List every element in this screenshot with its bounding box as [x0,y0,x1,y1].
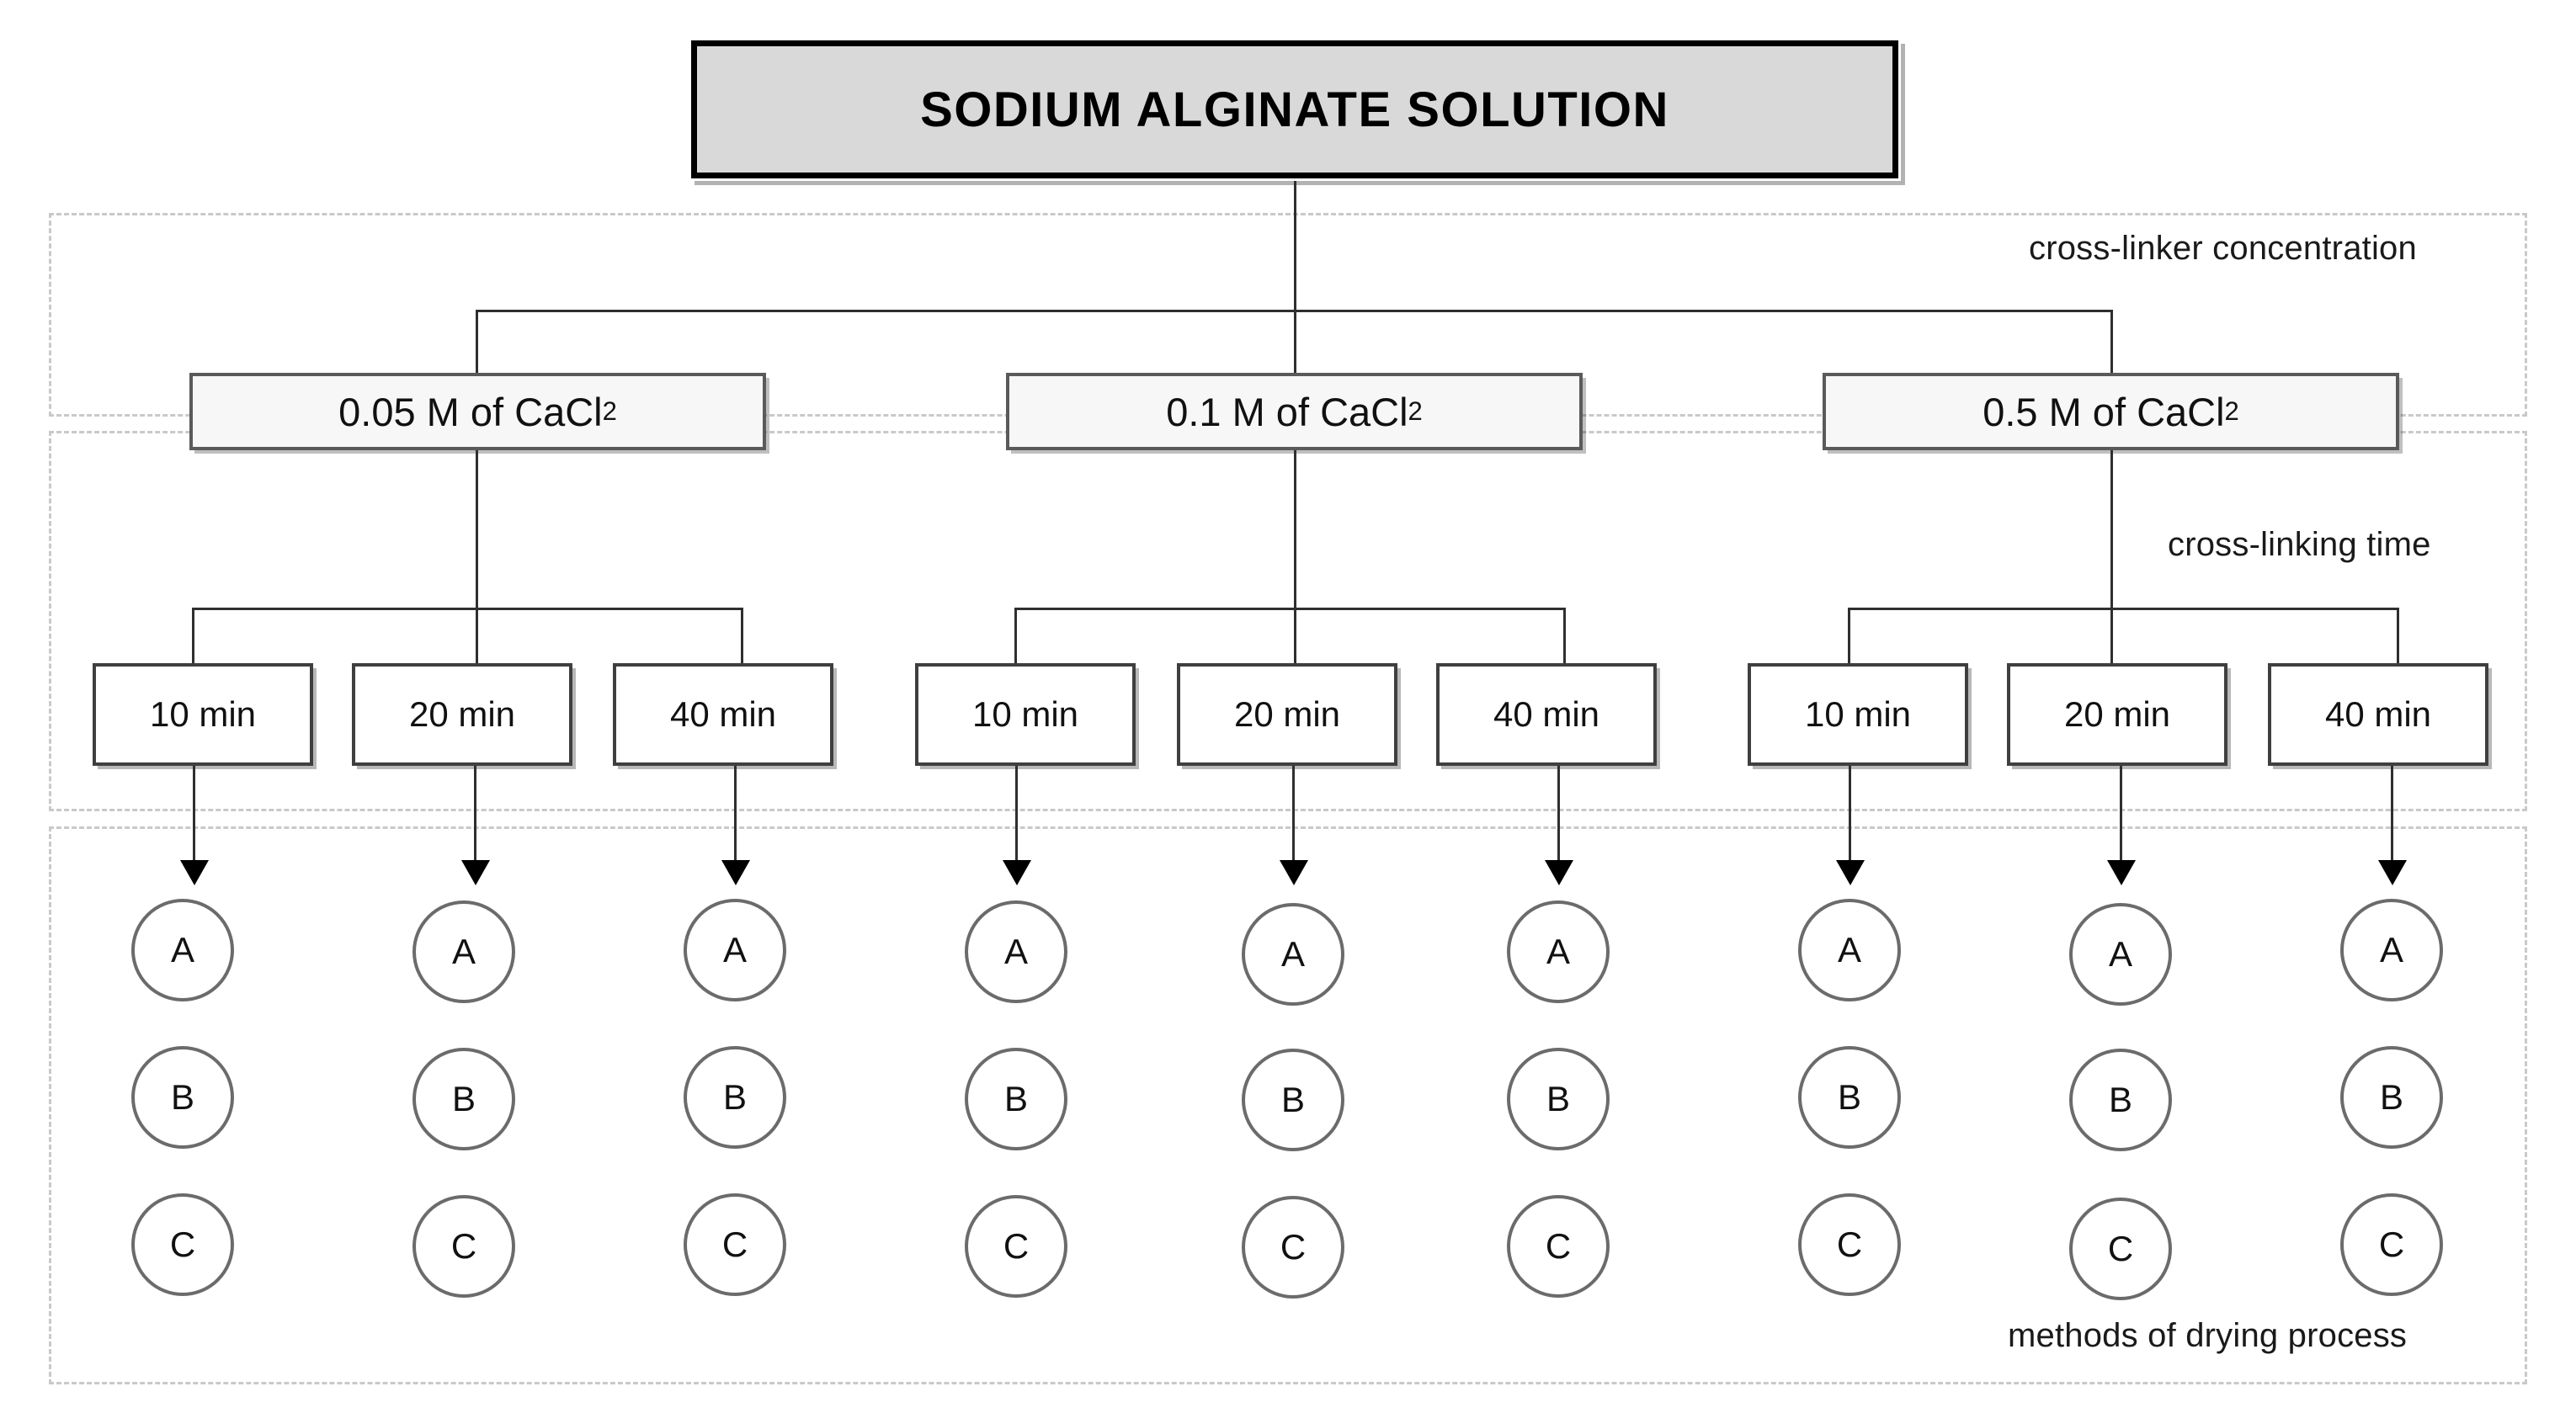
arrow-head-3 [721,860,750,885]
connector-time-bus-group-1 [192,608,741,610]
drying-circle-c4-b: B [965,1048,1067,1150]
connector-drop-g1-t1 [192,608,194,663]
time-box-9: 40 min [2268,663,2488,766]
drying-circle-c3-a: A [684,899,786,1001]
connector-arrow-line-3 [734,766,737,865]
drying-circle-c2-c: C [412,1195,515,1298]
drying-circle-c9-b: B [2340,1046,2443,1149]
connector-arrow-line-1 [193,766,195,865]
concentration-label-1: 0.05 M of CaCl [338,389,603,434]
connector-drop-conc-3 [2110,310,2113,375]
drying-circle-c6-a: A [1507,900,1610,1003]
connector-arrow-line-4 [1015,766,1018,865]
drying-circle-c6-b: B [1507,1048,1610,1150]
time-box-4: 10 min [915,663,1136,766]
drying-circle-c9-c: C [2340,1193,2443,1296]
drying-circle-c5-c: C [1242,1196,1344,1299]
drying-circle-c8-a: A [2069,903,2172,1006]
drying-circle-c7-b: B [1798,1046,1901,1149]
drying-circle-c4-a: A [965,900,1067,1003]
drying-circle-c5-b: B [1242,1049,1344,1151]
drying-circle-c2-b: B [412,1048,515,1150]
arrow-head-8 [2107,860,2136,885]
connector-arrow-line-7 [1849,766,1851,865]
concentration-subscript-2: 2 [1408,396,1423,426]
connector-arrow-line-8 [2120,766,2122,865]
band-label-concentration: cross-linker concentration [2029,230,2417,267]
connector-arrow-line-9 [2391,766,2393,865]
time-box-1: 10 min [93,663,313,766]
connector-drop-g2-t3 [1563,608,1566,663]
arrow-head-1 [180,860,209,885]
time-box-2: 20 min [352,663,572,766]
drying-circle-c3-b: B [684,1046,786,1149]
title-box: SODIUM ALGINATE SOLUTION [689,38,1901,181]
drying-circle-c3-c: C [684,1193,786,1296]
drying-circle-c1-b: B [131,1046,234,1149]
arrow-head-2 [461,860,490,885]
drying-circle-c1-a: A [131,899,234,1001]
drying-circle-c8-c: C [2069,1198,2172,1300]
drying-circle-c5-a: A [1242,903,1344,1006]
connector-arrow-line-6 [1557,766,1560,865]
connector-drop-conc-1 [476,310,478,375]
connector-drop-conc-2 [1294,310,1296,375]
arrow-head-5 [1280,860,1308,885]
connector-time-bus-group-3 [1848,608,2397,610]
arrow-head-9 [2378,860,2407,885]
drying-circle-c2-a: A [412,900,515,1003]
arrow-head-6 [1545,860,1573,885]
connector-drop-g2-t1 [1014,608,1017,663]
time-box-3: 40 min [613,663,833,766]
connector-drop-g3-t3 [2397,608,2399,663]
connector-stem-group-2 [1294,450,1296,663]
drying-circle-c7-c: C [1798,1193,1901,1296]
connector-arrow-line-2 [474,766,476,865]
connector-drop-g3-t1 [1848,608,1850,663]
connector-stem-group-1 [476,450,478,663]
connector-title-stem [1294,181,1296,311]
arrow-head-4 [1003,860,1031,885]
drying-circle-c8-b: B [2069,1049,2172,1151]
drying-circle-c9-a: A [2340,899,2443,1001]
drying-circle-c6-c: C [1507,1195,1610,1298]
concentration-subscript-1: 2 [602,396,617,426]
concentration-label-2: 0.1 M of CaCl [1166,389,1408,434]
time-box-6: 40 min [1436,663,1657,766]
connector-stem-group-3 [2110,450,2113,663]
connector-arrow-line-5 [1292,766,1295,865]
connector-drop-g1-t3 [741,608,743,663]
drying-circle-c7-a: A [1798,899,1901,1001]
arrow-head-7 [1836,860,1865,885]
connector-time-bus-group-2 [1014,608,1563,610]
time-box-5: 20 min [1177,663,1397,766]
time-box-7: 10 min [1748,663,1968,766]
drying-circle-c1-c: C [131,1193,234,1296]
band-label-time: cross-linking time [2168,526,2431,563]
concentration-subscript-3: 2 [2224,396,2239,426]
time-box-8: 20 min [2007,663,2227,766]
band-drying-methods [49,826,2527,1384]
drying-circle-c4-c: C [965,1195,1067,1298]
concentration-label-3: 0.5 M of CaCl [1983,389,2225,434]
band-label-drying: methods of drying process [2008,1317,2408,1354]
